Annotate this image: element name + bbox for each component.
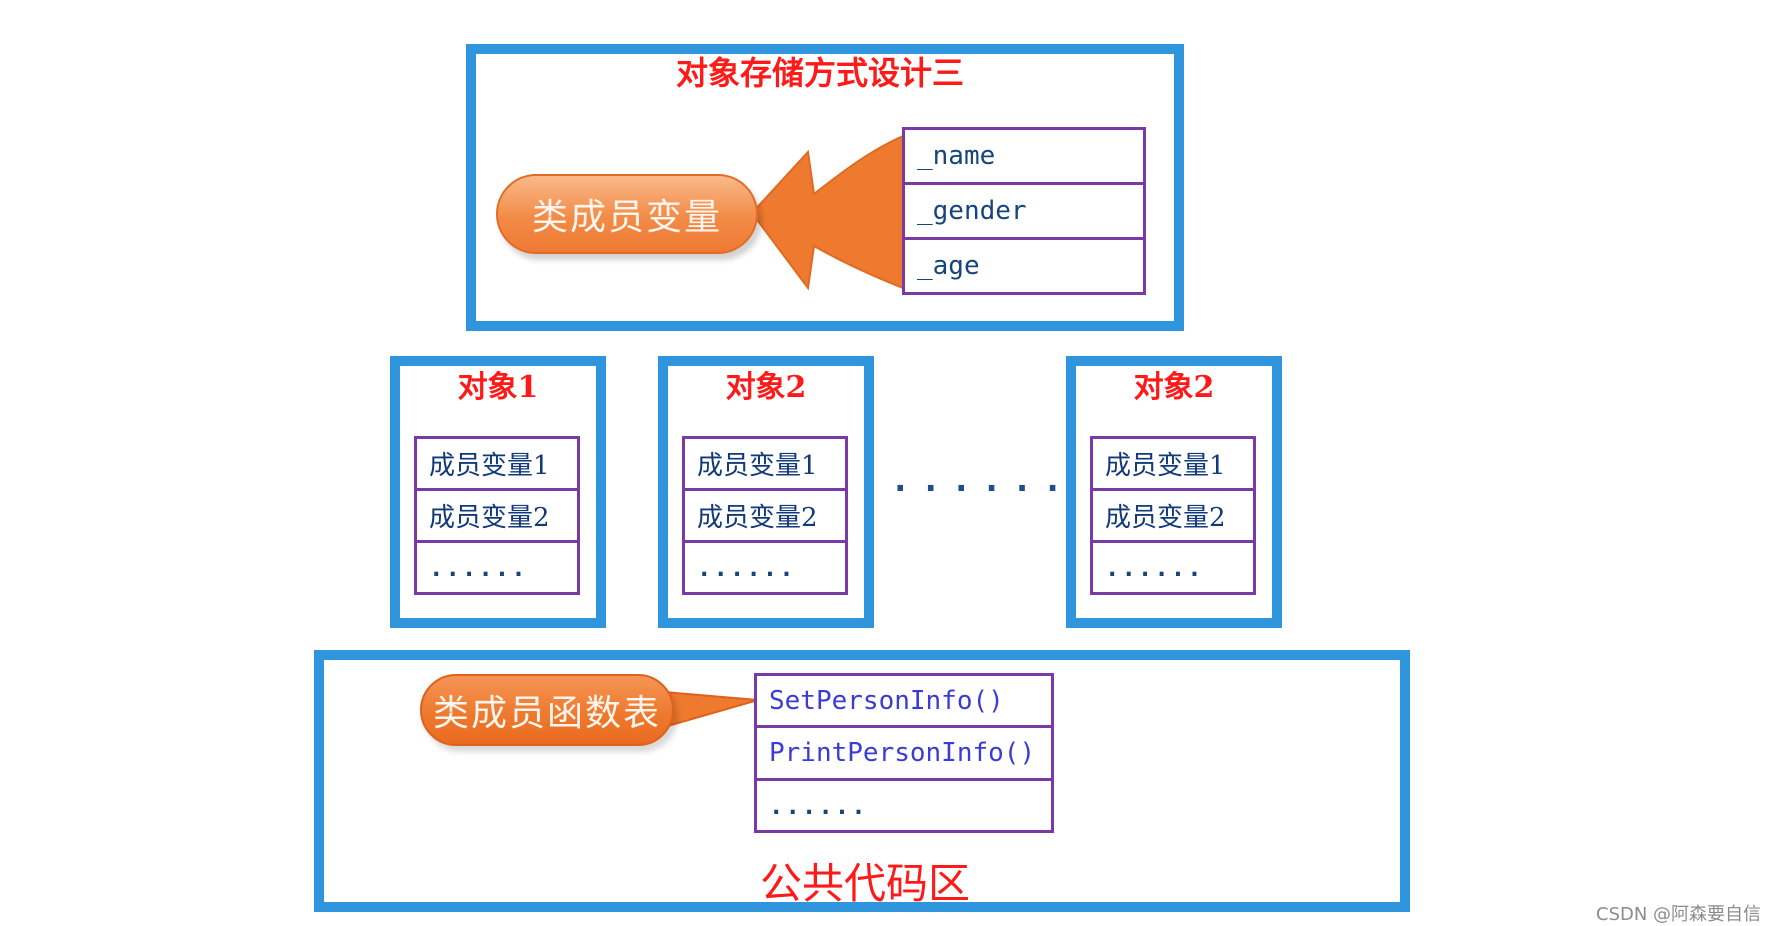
object-2-member-2: 成员变量2 <box>682 488 848 543</box>
function-print-person-info: PrintPersonInfo() <box>754 725 1054 781</box>
class-member-variable-pill: 类成员变量 <box>496 174 758 254</box>
object-1-member-1: 成员变量1 <box>414 436 580 491</box>
class-member-function-table-pill: 类成员函数表 <box>420 674 674 746</box>
field-age-cell: _age <box>902 237 1146 295</box>
object-1-member-2: 成员变量2 <box>414 488 580 543</box>
diagram-title: 对象存储方式设计三 <box>675 54 964 92</box>
object-3-member-2: 成员变量2 <box>1090 488 1256 543</box>
object-1-more: ...... <box>414 540 580 595</box>
object-title-1: 对象1 <box>457 370 539 405</box>
function-set-person-info: SetPersonInfo() <box>754 673 1054 728</box>
object-title-3: 对象2 <box>1133 370 1215 405</box>
object-2-more: ...... <box>682 540 848 595</box>
csdn-watermark: CSDN @阿森要自信 <box>1596 904 1762 925</box>
field-name-cell: _name <box>902 127 1146 185</box>
public-code-area-label: 公共代码区 <box>759 859 970 908</box>
object-3-member-1: 成员变量1 <box>1090 436 1256 491</box>
function-more: ...... <box>754 778 1054 833</box>
object-3-more: ...... <box>1090 540 1256 595</box>
field-gender-cell: _gender <box>902 182 1146 240</box>
arrow-to-member-variables-icon <box>750 134 904 291</box>
object-title-2: 对象2 <box>725 370 807 405</box>
object-2-member-1: 成员变量1 <box>682 436 848 491</box>
objects-ellipsis: ...... <box>890 460 1073 500</box>
